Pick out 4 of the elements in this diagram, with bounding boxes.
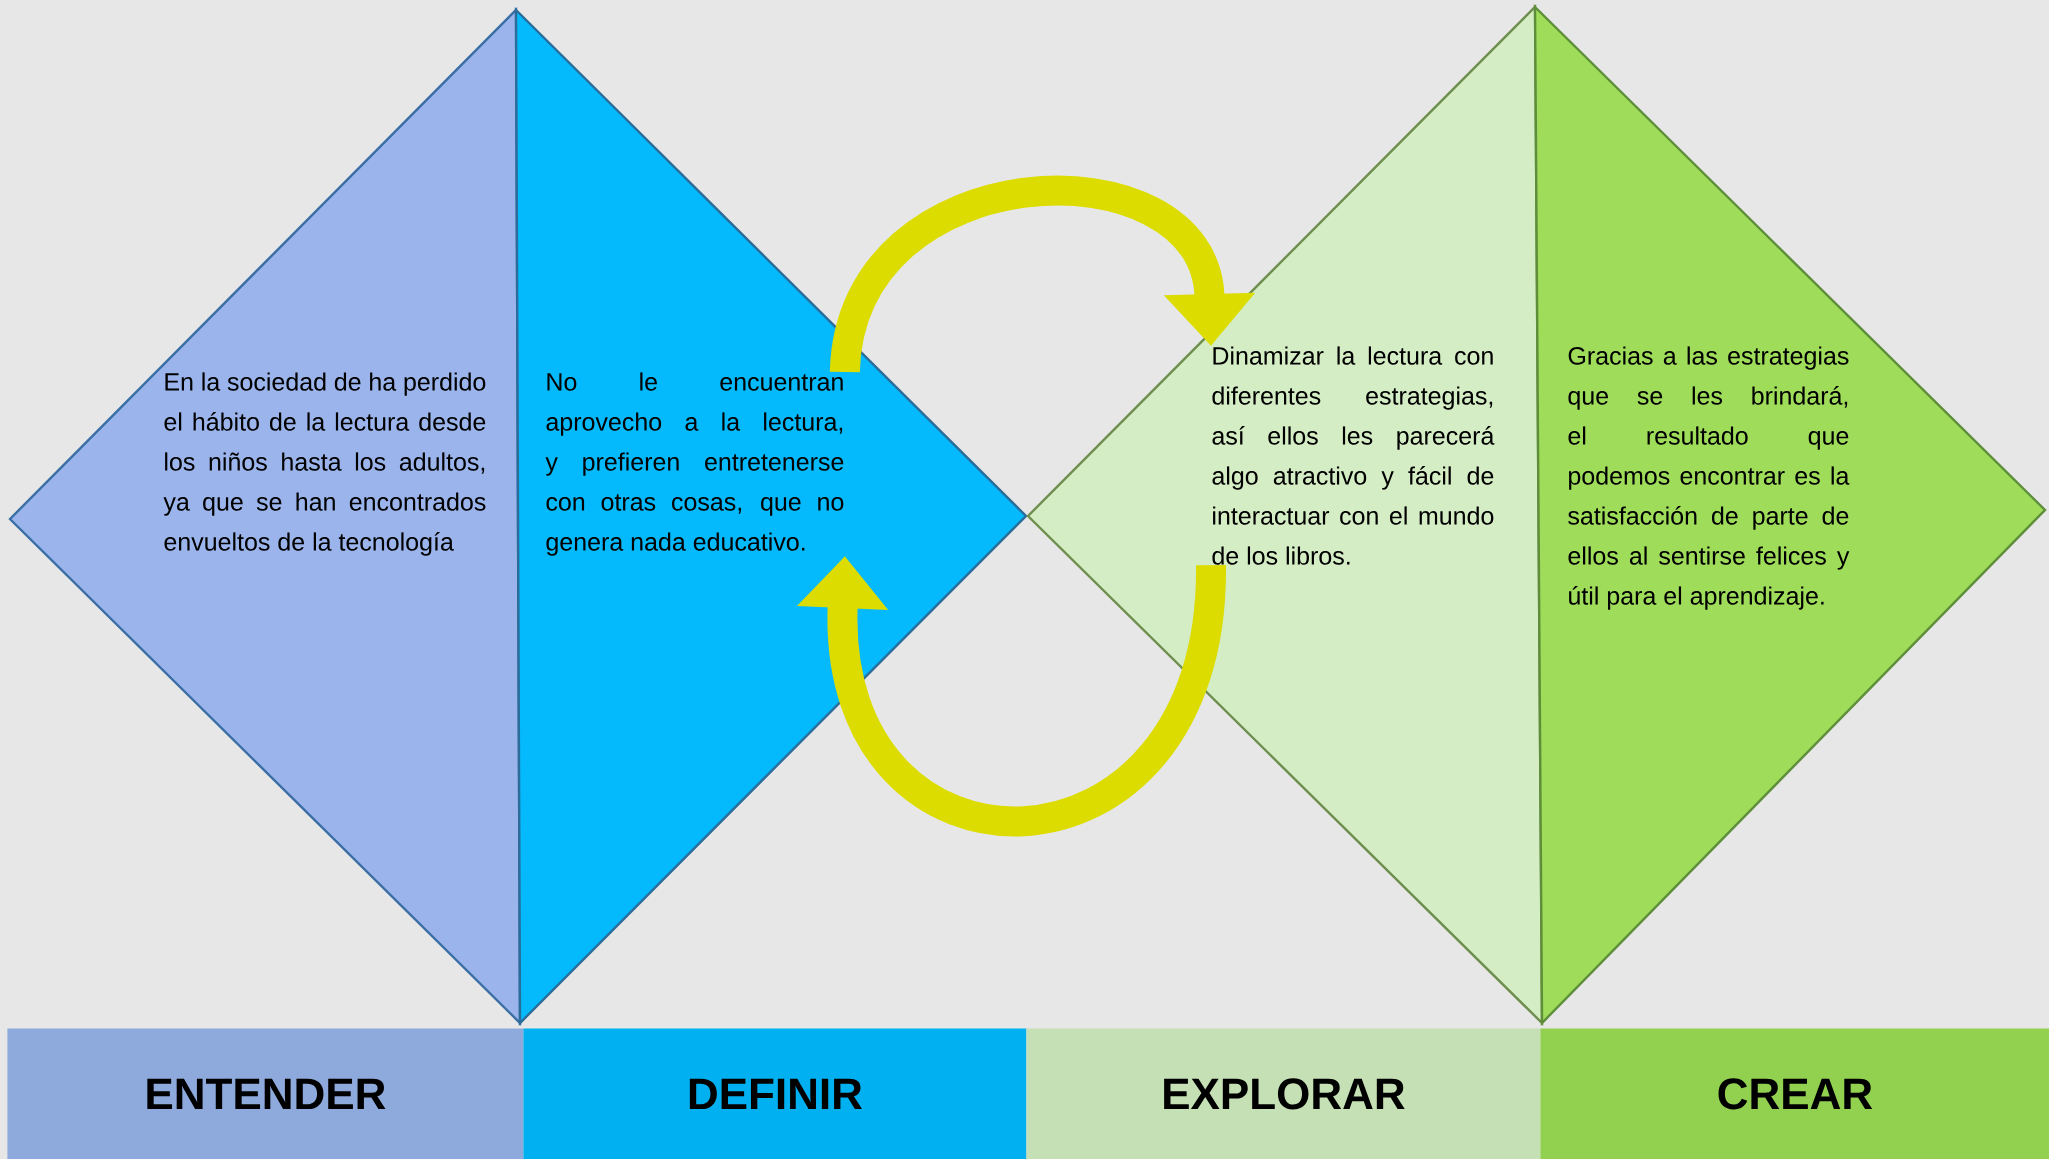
stage-band: EXPLORAR [1026,1028,1541,1159]
stage-band: CREAR [1540,1028,2049,1159]
stage-band: DEFINIR [523,1028,1027,1159]
stage-band: ENTENDER [7,1028,524,1159]
